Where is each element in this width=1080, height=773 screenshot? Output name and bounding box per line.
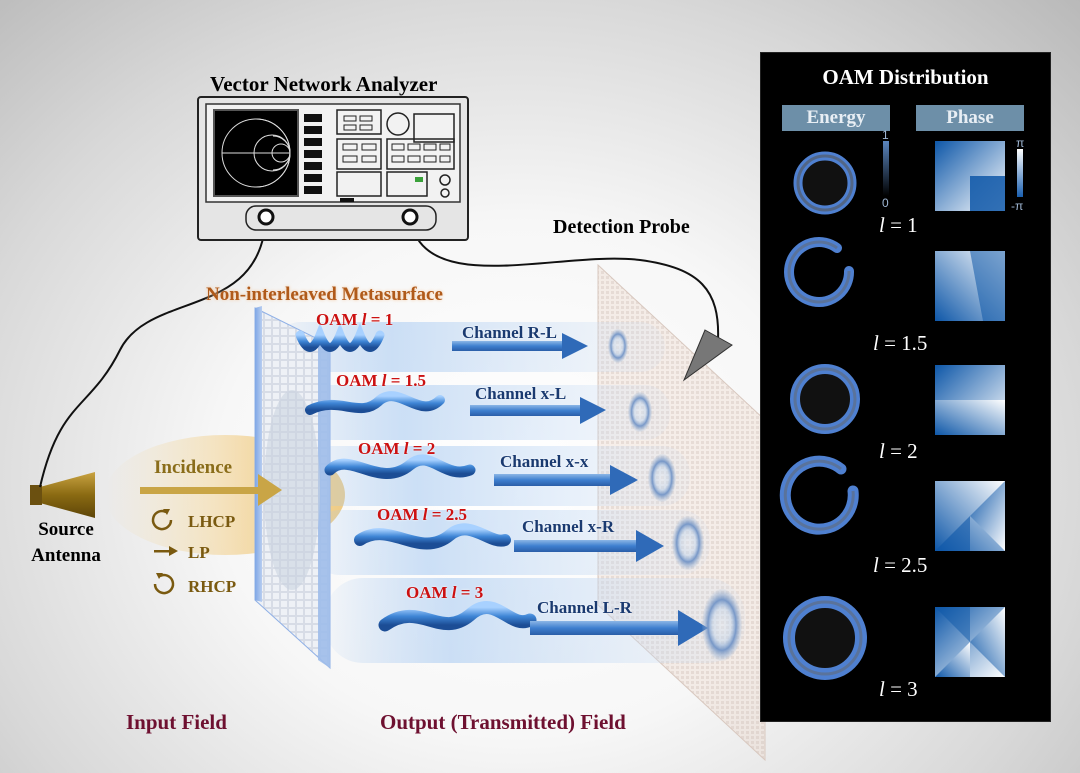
oam-distribution-panel: OAM Distribution Energy Phase 1 0 π: [760, 52, 1051, 722]
phase-header: Phase: [916, 105, 1024, 131]
lp-arrow-icon: [154, 546, 178, 556]
source-label-line2: Antenna: [31, 545, 101, 566]
phase-map-l1: [935, 141, 1005, 211]
row-label-l1: l = 1: [879, 213, 918, 237]
source-antenna: [30, 472, 95, 518]
energy-map-l2: [790, 364, 860, 434]
lhcp-label: LHCP: [188, 512, 236, 531]
source-antenna-label: Source Antenna: [24, 517, 108, 569]
phase-map-l1-5: [935, 251, 1005, 321]
channel-arrow-1: [452, 333, 588, 359]
oam-label-4: OAM l = 2.5: [377, 505, 467, 524]
energy-map-l3: [783, 596, 867, 680]
input-field-label: Input Field: [126, 710, 227, 734]
energy-map-l1: [793, 151, 857, 215]
channel-arrow-5: [530, 610, 708, 646]
metasurface-label: Non-interleaved Metasurface: [206, 284, 443, 305]
vna-instrument: [197, 96, 469, 241]
channel-label-5: Channel L-R: [537, 598, 632, 617]
ribbon-l2-5: [354, 523, 511, 550]
channel-arrow-4: [514, 530, 664, 562]
phase-colorbar: [1017, 149, 1023, 197]
ribbon-l1: [295, 322, 385, 352]
oam-label-5: OAM l = 3: [406, 583, 484, 602]
rhcp-icon: [153, 573, 175, 595]
energy-scale-min: 0: [882, 196, 889, 210]
metasurface-slab: [254, 306, 331, 670]
energy-map-l2-5: [779, 455, 859, 535]
phase-scale-min: -π: [1011, 199, 1024, 213]
energy-header: Energy: [782, 105, 890, 131]
phase-map-l2: [935, 365, 1005, 435]
energy-colorbar: [883, 141, 889, 196]
channel-label-3: Channel x-x: [500, 452, 589, 471]
detection-probe-label: Detection Probe: [553, 216, 690, 238]
row-label-l2-5: l = 2.5: [873, 553, 928, 577]
cable-vna-antenna: [39, 215, 267, 488]
channel-label-2: Channel x-L: [475, 384, 567, 403]
oam-ribbons: [295, 322, 537, 632]
channel-label-4: Channel x-R: [522, 517, 615, 536]
lp-label: LP: [188, 543, 210, 562]
rhcp-label: RHCP: [188, 577, 237, 596]
panel-title: OAM Distribution: [822, 65, 989, 89]
incidence-arrow: [140, 474, 282, 506]
oam-label-3: OAM l = 2: [358, 439, 436, 458]
source-label-line1: Source: [38, 519, 94, 540]
ribbon-l1-5: [305, 391, 445, 415]
energy-scale-max: 1: [882, 128, 889, 142]
output-donuts: [608, 329, 742, 661]
panel-graphics: [779, 141, 1023, 680]
cable-vna-probe: [409, 215, 720, 341]
lhcp-icon: [151, 509, 173, 531]
polarization-icons: [151, 509, 178, 595]
phase-scale-max: π: [1016, 136, 1025, 150]
channel-label-1: Channel R-L: [462, 323, 557, 342]
row-label-l1-5: l = 1.5: [873, 331, 928, 355]
incidence-label: Incidence: [154, 457, 233, 478]
oam-label-2: OAM l = 1.5: [336, 371, 426, 390]
ribbon-l2: [324, 454, 476, 479]
probe-tip: [682, 329, 733, 382]
vna-title: Vector Network Analyzer: [210, 72, 438, 96]
phase-map-l2-5: [935, 481, 1005, 551]
row-label-l2: l = 2: [879, 439, 918, 463]
output-field-label: Output (Transmitted) Field: [380, 710, 626, 734]
row-label-l3: l = 3: [879, 677, 918, 701]
energy-map-l1-5: [784, 237, 855, 307]
ribbon-l3: [378, 601, 537, 632]
channel-arrows: [452, 333, 708, 646]
phase-map-l3: [935, 607, 1005, 677]
channel-arrow-2: [470, 397, 606, 424]
channel-arrow-3: [494, 465, 638, 495]
oam-label-1: OAM l = 1: [316, 310, 394, 329]
